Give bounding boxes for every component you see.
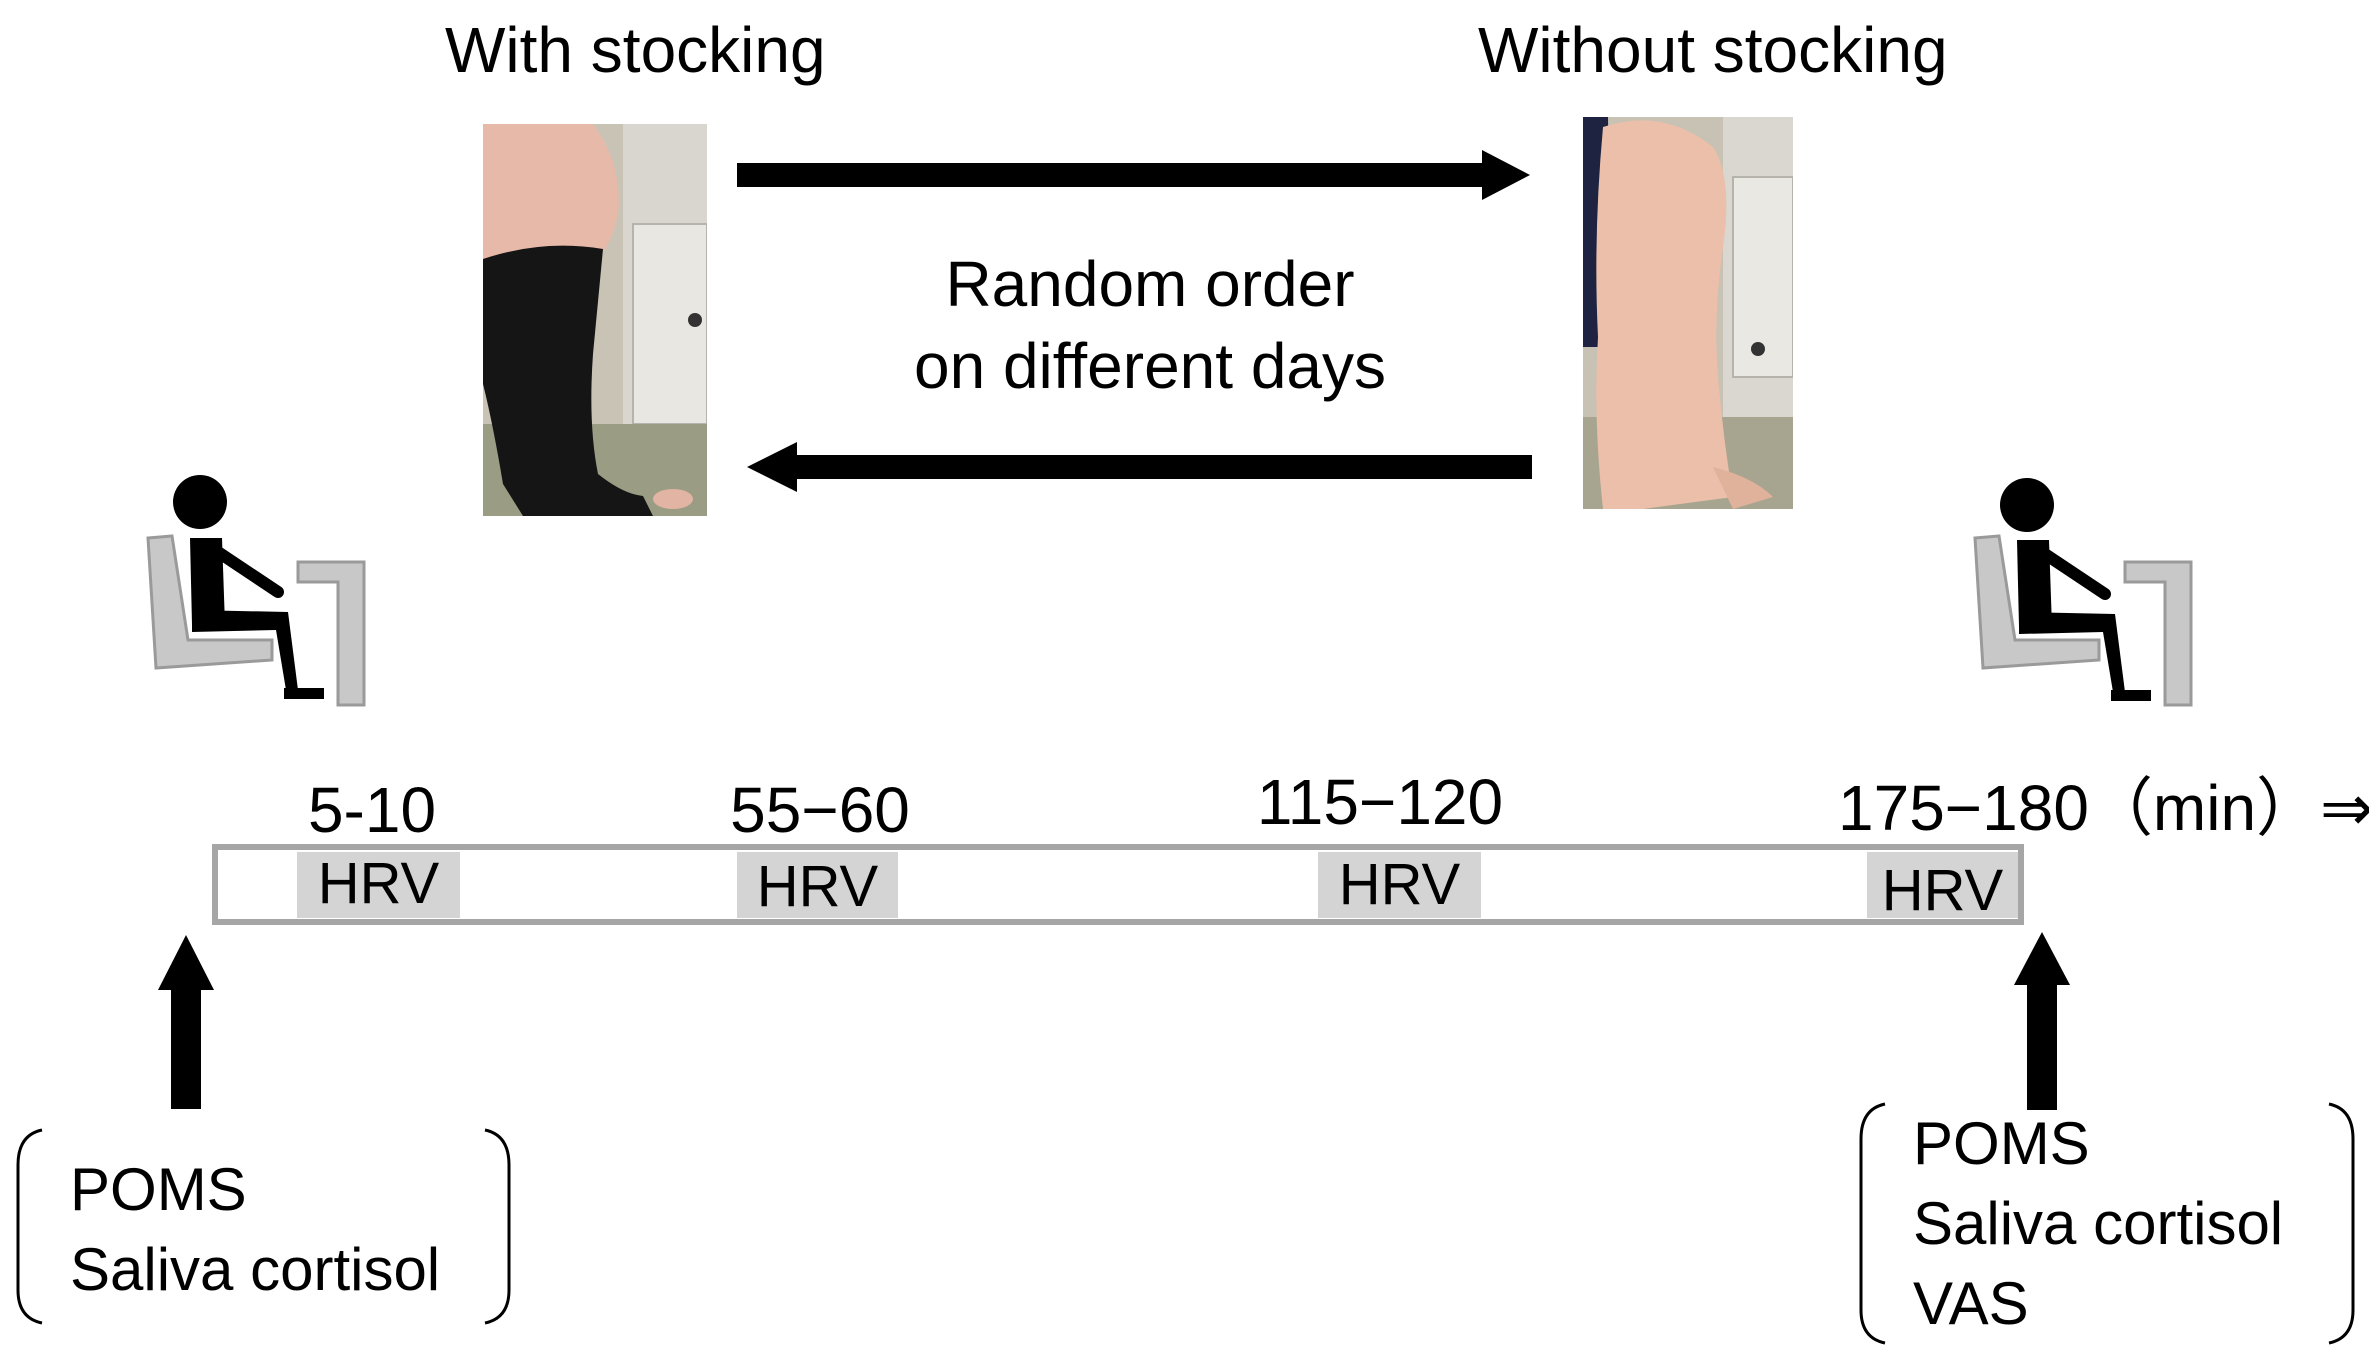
arrow-right xyxy=(737,150,1530,200)
start-measure-saliva-cortisol: Saliva cortisol xyxy=(70,1236,441,1303)
timeline-bar xyxy=(212,844,2024,925)
bracket-right-end xyxy=(1859,1102,2355,1345)
bracket-left-start xyxy=(16,1128,511,1325)
end-measures: POMS Saliva cortisol VAS xyxy=(1913,1104,2283,1344)
without-stocking-photo xyxy=(1583,117,1793,509)
seated-person-left-icon xyxy=(146,475,366,707)
hrv-label-3: HRV xyxy=(1338,852,1461,917)
random-order-line1: Random order xyxy=(945,248,1355,320)
hrv-block-1 xyxy=(297,852,460,918)
with-stocking-title: With stocking xyxy=(445,14,826,86)
start-measure-poms: POMS xyxy=(70,1156,247,1223)
arrow-left xyxy=(747,442,1532,492)
hrv-block-4 xyxy=(1867,852,2018,918)
time-label-3: 115−120 xyxy=(1256,766,1504,838)
up-arrow-end xyxy=(2014,932,2070,1110)
hrv-block-2 xyxy=(737,852,898,918)
time-label-2: 55−60 xyxy=(730,774,910,846)
end-measure-poms: POMS xyxy=(1913,1110,2090,1177)
seated-person-right-icon xyxy=(1973,478,2193,707)
up-arrow-start xyxy=(158,935,214,1109)
without-stocking-title: Without stocking xyxy=(1478,14,1948,86)
end-measure-vas: VAS xyxy=(1913,1270,2029,1337)
time-label-1: 5-10 xyxy=(307,774,437,846)
hrv-label-2: HRV xyxy=(756,854,879,919)
random-order-line2: on different days xyxy=(913,330,1387,402)
hrv-block-3 xyxy=(1318,852,1481,918)
time-label-4: 175−180（min）⇒ xyxy=(1838,772,2369,844)
start-measures: POMS Saliva cortisol xyxy=(70,1150,440,1310)
with-stocking-photo xyxy=(483,124,707,516)
hrv-label-4: HRV xyxy=(1881,858,2004,923)
hrv-label-1: HRV xyxy=(317,851,440,916)
end-measure-saliva-cortisol: Saliva cortisol xyxy=(1913,1190,2284,1257)
